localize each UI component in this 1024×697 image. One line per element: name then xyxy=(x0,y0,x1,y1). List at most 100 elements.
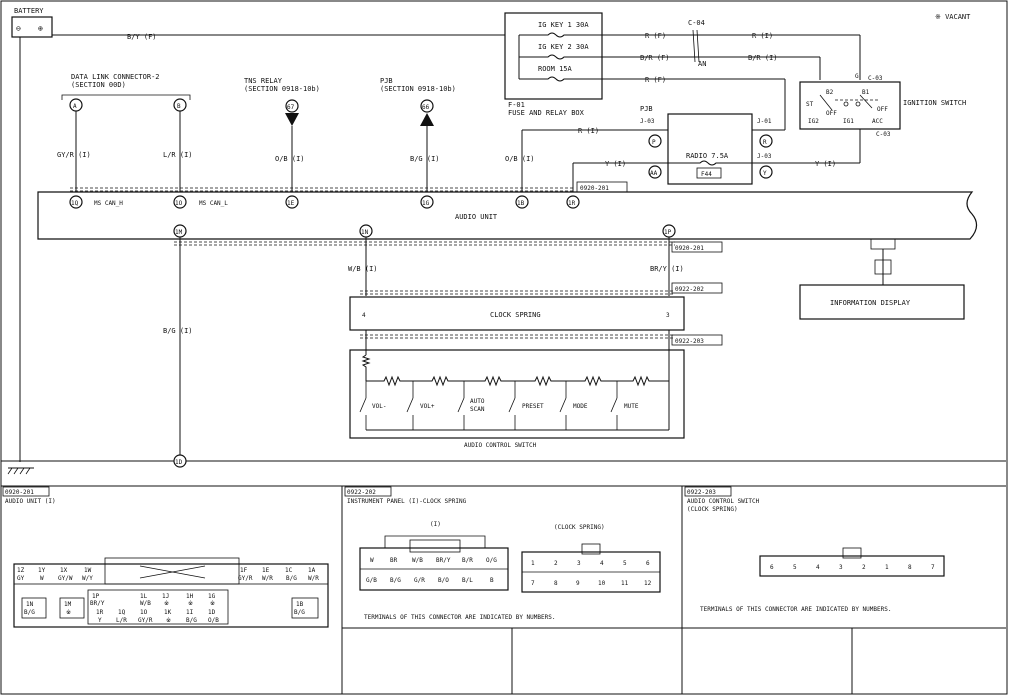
p2-rt-0: 1 xyxy=(531,560,535,567)
audio-pins-top: 1Q 1O 1E 1G 1B 1R xyxy=(69,195,580,209)
p1-r1-1: 1Y xyxy=(38,567,46,574)
wire-o-b: O/B (I) xyxy=(275,155,305,163)
ignition-label: IGNITION SWITCH xyxy=(903,99,966,107)
p1-r2b-4: ※ xyxy=(164,600,169,607)
p2-lb-1: B/G xyxy=(390,577,401,584)
audio-connector: 0920-201 xyxy=(580,185,609,192)
p3-subtitle: (CLOCK SPRING) xyxy=(687,506,738,513)
p1-row2: 1N 1M 1P 1L 1J 1H 1G 1B B/G ※ BR/Y W/B ※… xyxy=(24,593,305,616)
dlc-title: DATA LINK CONNECTOR-2 xyxy=(71,73,160,81)
audio-control-switch: VOL- VOL+ AUTO SCAN PRESET MODE MUTE AUD… xyxy=(349,330,685,449)
p2-sub-left: (I) xyxy=(430,521,441,528)
p1-r2b-1: ※ xyxy=(66,609,71,616)
ms-can-l: MS CAN_L xyxy=(199,200,228,207)
audio-pins-bottom: 1M 1N 1P xyxy=(173,224,676,238)
wire-br-y: BR/Y (I) xyxy=(650,265,684,273)
tns-title: TNS RELAY xyxy=(244,77,283,85)
audio-control-switch-label: AUDIO CONTROL SWITCH xyxy=(464,442,537,449)
p2-rt-2: 3 xyxy=(577,560,581,567)
pjb-y: Y xyxy=(763,170,767,177)
pjb-label: PJB xyxy=(640,105,653,113)
p1-r1b-5: W/R xyxy=(262,575,273,582)
p2-sub-right: (CLOCK SPRING) xyxy=(554,524,605,531)
cs-pin-left: 4 xyxy=(362,312,366,319)
wire-r-f2: R (F) xyxy=(645,76,666,84)
audio-connector-2: 0920-201 xyxy=(675,245,704,252)
information-display: INFORMATION DISPLAY xyxy=(799,238,965,320)
pin-1m: 1M xyxy=(175,229,183,236)
wire-b-g-ground: B/G (I) xyxy=(163,327,193,335)
p1-title: AUDIO UNIT (I) xyxy=(5,498,56,505)
p1-r1-0: 1Z xyxy=(17,567,25,574)
fuse-box-code: F-01 xyxy=(508,101,525,109)
wire-b-g: B/G (I) xyxy=(410,155,440,163)
p3-pins: 6 5 4 3 2 1 8 7 xyxy=(770,564,935,571)
p2-rt-1: 2 xyxy=(554,560,558,567)
p2-rt-3: 4 xyxy=(600,560,604,567)
p2-rt-5: 6 xyxy=(646,560,650,567)
ignition-b1: B1 xyxy=(862,89,870,96)
pjb-source: PJB (SECTION 0918-10b) 66 xyxy=(380,77,456,126)
switch-mute: MUTE xyxy=(624,403,639,410)
p3-pin-7: 7 xyxy=(931,564,935,571)
p2-title: INSTRUMENT PANEL (I)-CLOCK SPRING xyxy=(347,498,467,505)
wire-y-left: Y (I) xyxy=(605,160,626,168)
p2-lb-0: G/B xyxy=(366,577,377,584)
wire-r-f: R (F) xyxy=(645,32,666,40)
info-display-label: INFORMATION DISPLAY xyxy=(830,299,911,307)
p2-lb-2: G/R xyxy=(414,577,425,584)
p3-pin-2: 4 xyxy=(816,564,820,571)
p1-r2b-5: ※ xyxy=(188,600,193,607)
cs-conn2: 0922-203 xyxy=(675,338,704,345)
p2-lt-2: W/B xyxy=(412,557,423,564)
battery: BATTERY ⊖ ⊕ xyxy=(11,7,53,38)
panel-control-switch-connector: 0922-203 AUDIO CONTROL SWITCH (CLOCK SPR… xyxy=(684,486,945,613)
ignition-acc: ACC xyxy=(872,118,883,125)
p3-pin-6: 8 xyxy=(908,564,912,571)
ignition-c03b: C-03 xyxy=(876,131,891,138)
p2-rb-2: 9 xyxy=(576,580,580,587)
p1-r3-3: 1K xyxy=(164,609,172,616)
p1-r2-6: 1G xyxy=(208,593,216,600)
p2-lb-3: B/O xyxy=(438,577,449,584)
pjb-fuse-id: F44 xyxy=(701,171,712,178)
p1-r1b-1: W xyxy=(40,575,44,582)
p1-r3b-5: O/B xyxy=(208,617,219,624)
ignition-g: G xyxy=(855,73,859,80)
p2-lb-5: B xyxy=(490,577,494,584)
fuse-room: ROOM 15A xyxy=(538,65,573,73)
p3-pin-5: 1 xyxy=(885,564,889,571)
p2-lt-1: BR xyxy=(390,557,398,564)
dlc-pin-b: B xyxy=(177,103,181,110)
p1-r3b-4: B/G xyxy=(186,617,197,624)
clock-spring: 0922-202 CLOCK SPRING 4 3 0922-203 xyxy=(349,282,723,346)
ground-pin: 1D xyxy=(175,459,183,466)
p3-pin-4: 2 xyxy=(862,564,866,571)
wire-r-i: R (I) xyxy=(752,32,773,40)
p1-r2b-3: W/B xyxy=(140,600,151,607)
ignition-ig2: IG2 xyxy=(808,118,819,125)
pjb-j03a: J-03 xyxy=(640,118,655,125)
pin-1e: 1E xyxy=(287,200,295,207)
switch-vol-plus: VOL+ xyxy=(420,403,435,410)
pin-1o: 1O xyxy=(175,200,183,207)
ignition-c03a: C-03 xyxy=(868,75,883,82)
wire-gy-r: GY/R (I) xyxy=(57,151,91,159)
p1-code: 0920-201 xyxy=(5,489,34,496)
p1-r1-6: 1C xyxy=(285,567,293,574)
data-link-connector: DATA LINK CONNECTOR-2 (SECTION 00D) A B xyxy=(61,73,191,112)
p1-row1: 1Z 1Y 1X 1W 1F 1E 1C 1A GY W GY/W W/Y GY… xyxy=(17,567,319,582)
p3-note: TERMINALS OF THIS CONNECTOR ARE INDICATE… xyxy=(700,606,891,613)
pjb-box: PJB J-03 J-01 J-03 RADIO 7.5A F44 P R AA… xyxy=(640,105,773,185)
tns-relay: TNS RELAY (SECTION 0918-10b) 67 xyxy=(244,77,320,126)
p1-r1-2: 1X xyxy=(60,567,68,574)
p3-title: AUDIO CONTROL SWITCH xyxy=(687,498,760,505)
p2-rb-5: 12 xyxy=(644,580,652,587)
battery-feed-label: B/Y (F) xyxy=(127,33,157,41)
pjb-r: R xyxy=(763,139,767,146)
pjb-j01: J-01 xyxy=(757,118,772,125)
p1-r2-0: 1N xyxy=(26,601,34,608)
